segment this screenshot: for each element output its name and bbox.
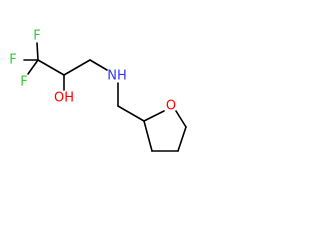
bond-cf3-choh bbox=[37, 59, 65, 76]
bond-ch2-nh bbox=[89, 59, 108, 71]
hydroxyl-label: OH bbox=[54, 91, 74, 106]
ring-oxygen-label: O bbox=[166, 99, 176, 114]
bond-ring-c5-c4 bbox=[177, 126, 187, 152]
bond-cf3-f-lower bbox=[27, 59, 39, 75]
atom-labels: F F F OH NH O bbox=[9, 29, 176, 114]
bond-ch2-ring bbox=[117, 105, 145, 122]
fluorine-lower-label: F bbox=[20, 75, 27, 90]
amine-label: NH bbox=[107, 69, 127, 84]
bond-choh-ch2 bbox=[63, 59, 91, 76]
chemical-structure-diagram: F F F OH NH O bbox=[9, 29, 187, 152]
bonds bbox=[23, 42, 187, 152]
fluorine-left-label: F bbox=[9, 53, 16, 68]
bond-ring-o-c5 bbox=[175, 110, 187, 128]
bond-ring-c3-c2 bbox=[143, 120, 153, 152]
bond-cf3-f-top bbox=[36, 42, 39, 61]
bond-ring-c2-o bbox=[143, 110, 165, 122]
fluorine-top-label: F bbox=[33, 29, 40, 44]
